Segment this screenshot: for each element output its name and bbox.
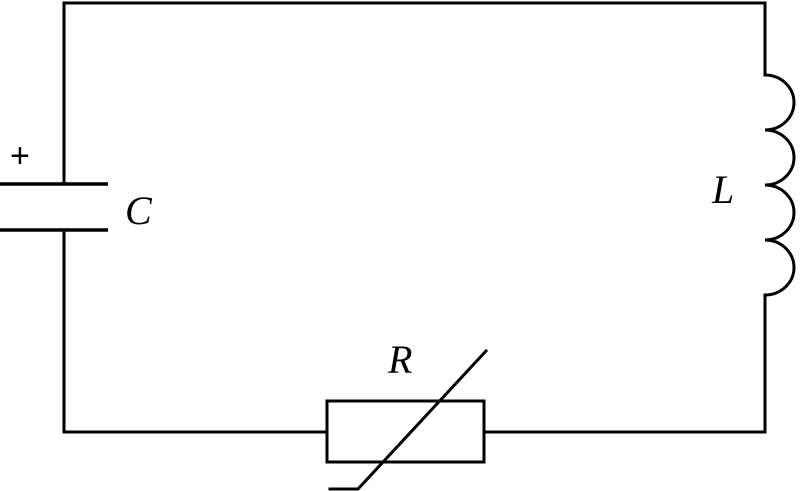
wires	[62, 1, 767, 434]
wire-left-bottom	[62, 229, 329, 434]
inductor-label: L	[711, 167, 734, 212]
resistor-body	[325, 399, 486, 464]
wire-right-bottom	[482, 293, 767, 434]
resistor-variable-arrow	[328, 348, 489, 491]
inductor: L	[711, 73, 796, 297]
wire-top	[62, 1, 767, 185]
capacitor-label: C	[125, 188, 153, 233]
polarity-label: +	[10, 137, 30, 175]
capacitor: + C	[0, 137, 153, 233]
variable-resistor: R	[325, 337, 489, 491]
resistor-label: R	[387, 337, 412, 382]
inductor-coil	[764, 73, 796, 297]
